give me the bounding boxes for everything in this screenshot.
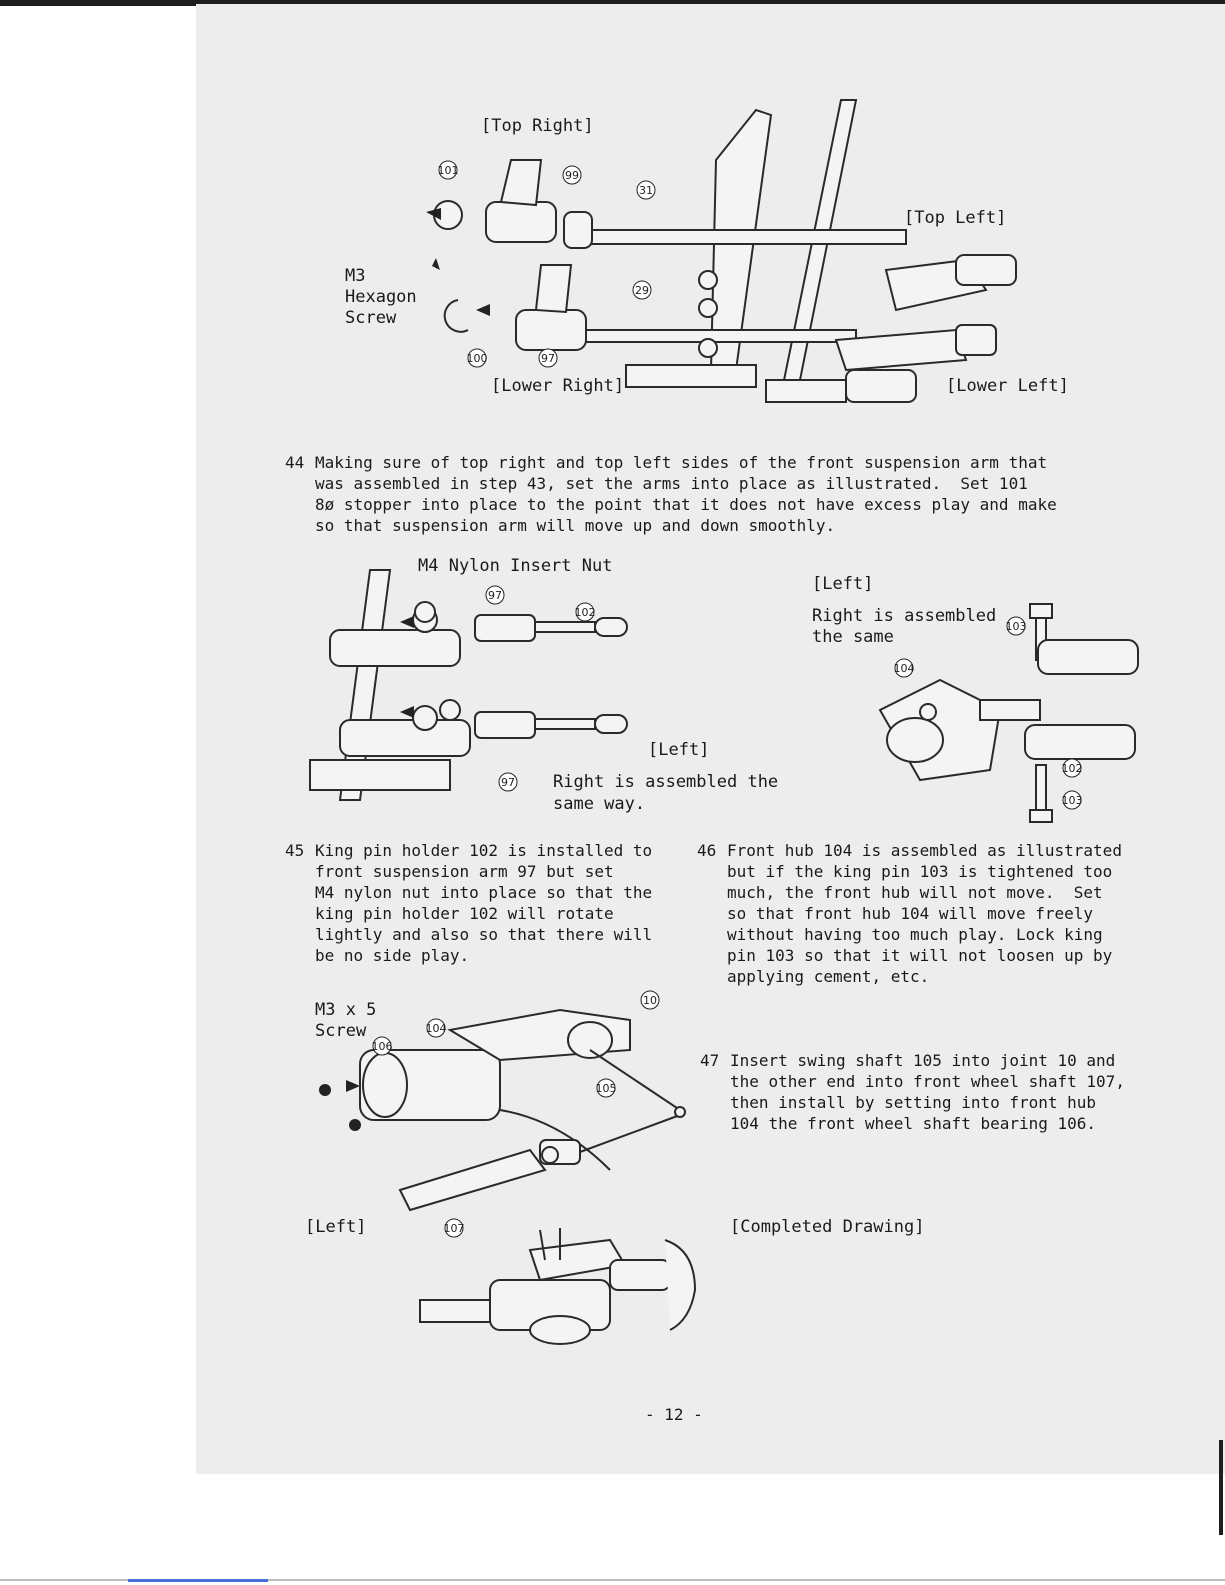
step-46-line-4: so that front hub 104 will move freely [727,904,1094,923]
part-callout-106: 106 [372,1040,393,1053]
step-46-line-2: but if the king pin 103 is tightened too [727,862,1113,881]
figure-suspension-arms: 101 99 31 29 100 97 [196,40,1216,430]
part-callout-102-hub: 102 [1062,762,1083,775]
right-edge-mark [1219,1440,1223,1535]
step-44-line-3: 8ø stopper into place to the point that … [315,495,1057,514]
step-47-number: 47 [700,1051,720,1070]
label-left-fig3: [Left] [812,574,874,594]
top-border [0,0,1225,6]
part-callout-100: 100 [467,352,488,365]
part-callout-104: 104 [894,662,915,675]
figure-king-pin-holders: 97 102 97 [300,560,680,820]
label-m3x5-screw: Screw [315,1021,367,1041]
part-callout-102: 102 [575,606,596,619]
step-45-line-4: king pin holder 102 will rotate [315,904,614,923]
figure-completed-drawing [410,1220,740,1370]
step-45-number: 45 [285,841,305,860]
note-right-same-1: Right is assembled [812,606,997,626]
part-callout-105: 105 [596,1082,617,1095]
bottom-link-underline [128,1579,268,1582]
figure-front-hub: 103 104 102 103 [860,600,1160,840]
figure-swing-shaft: 104 106 10 105 107 [300,990,700,1250]
label-m4-nylon-insert-nut: M4 Nylon Insert Nut [418,556,613,576]
step-47-line-4: 104 the front wheel shaft bearing 106. [730,1114,1097,1133]
step-44-number: 44 [285,453,305,472]
label-top-right: [Top Right] [481,116,594,136]
label-hexagon: Hexagon [345,287,417,307]
label-lower-right: [Lower Right] [491,376,625,396]
page-number: - 12 - [645,1405,703,1424]
swing-shaft-illustration: 104 106 10 105 107 [319,990,686,1238]
label-left-fig2: [Left] [648,740,710,760]
front-hub-illustration: 103 104 102 103 [878,603,1139,823]
completed-drawing-illustration [419,1228,697,1345]
part-callout-104-shaft: 104 [426,1022,447,1035]
part-callout-107: 107 [444,1222,465,1235]
step-47-line-3: then install by setting into front hub [730,1093,1097,1112]
part-callout-101: 101 [438,164,459,177]
suspension-arms-illustration: 101 99 31 29 100 97 [426,99,1017,403]
step-46-line-7: applying cement, etc. [727,967,930,986]
part-callout-31: 31 [639,184,653,197]
note-right-same-2: the same [812,627,894,647]
king-pin-holder-illustration: 97 102 97 [309,569,628,801]
note-right-assembled-1: Right is assembled the [553,772,779,792]
step-44-line-2: was assembled in step 43, set the arms i… [315,474,1028,493]
step-44-line-1: Making sure of top right and top left si… [315,453,1048,472]
step-45-line-1: King pin holder 102 is installed to [315,841,653,860]
label-m3x5: M3 x 5 [315,1000,377,1020]
part-callout-29: 29 [635,284,649,297]
label-m3: M3 [345,266,366,286]
note-right-assembled-2: same way. [553,794,646,814]
step-46-line-3: much, the front hub will not move. Set [727,883,1103,902]
step-44-line-4: so that suspension arm will move up and … [315,516,836,535]
label-left-fig4: [Left] [305,1217,367,1237]
part-callout-99: 99 [565,169,579,182]
label-top-left: [Top Left] [904,208,1007,228]
part-callout-97-bottom: 97 [501,776,515,789]
step-47-line-2: the other end into front wheel shaft 107… [730,1072,1125,1091]
label-lower-left: [Lower Left] [946,376,1069,396]
part-callout-97-top: 97 [488,589,502,602]
step-45-line-5: lightly and also so that there will [315,925,653,944]
step-47-line-1: Insert swing shaft 105 into joint 10 and [730,1051,1116,1070]
part-callout-103-top: 103 [1006,620,1027,633]
step-46-number: 46 [697,841,717,860]
label-completed-drawing: [Completed Drawing] [730,1217,925,1237]
step-45-line-6: be no side play. [315,946,470,965]
step-45-line-3: M4 nylon nut into place so that the [315,883,653,902]
step-46-line-6: pin 103 so that it will not loosen up by [727,946,1113,965]
step-46-line-1: Front hub 104 is assembled as illustrate… [727,841,1122,860]
part-callout-97: 97 [541,352,555,365]
bottom-rule [0,1579,1225,1581]
step-45-line-2: front suspension arm 97 but set [315,862,614,881]
part-callout-103-bottom: 103 [1062,794,1083,807]
label-screw: Screw [345,308,397,328]
step-46-line-5: without having too much play. Lock king [727,925,1103,944]
part-callout-10: 10 [643,994,657,1007]
